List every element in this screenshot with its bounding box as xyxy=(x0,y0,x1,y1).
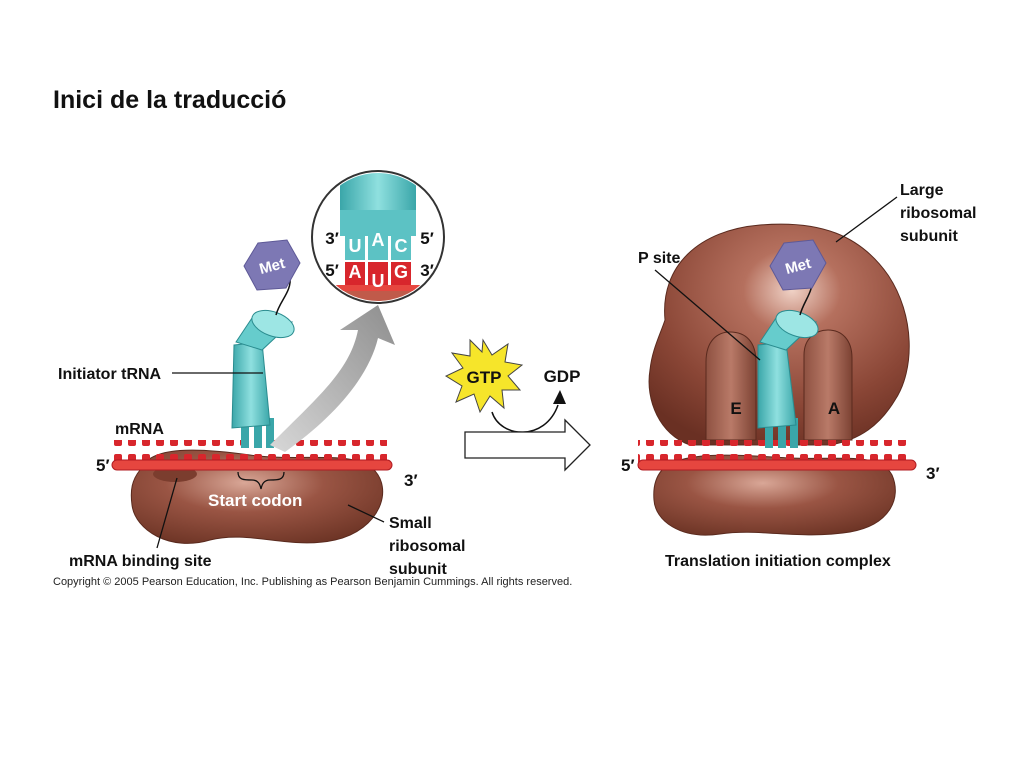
met-amino-acid-left: Met xyxy=(243,239,301,291)
large-subunit-label-line3: subunit xyxy=(900,228,958,245)
start-codon-brace xyxy=(237,471,285,490)
codon-anticodon-inset: U A C A U G 3′ 5′ 5′ 3′ xyxy=(311,170,445,304)
initiator-trna-label: Initiator tRNA xyxy=(58,366,162,383)
right-complex: E A Met 5′ 3′ P site Large ribosom xyxy=(621,182,976,570)
right-five-prime-label: 5′ xyxy=(621,456,635,475)
mrna-strand-left xyxy=(111,440,393,471)
start-codon-label: Start codon xyxy=(208,491,302,510)
e-site xyxy=(705,331,757,441)
a-site xyxy=(803,329,853,441)
translation-initiation-complex-caption: Translation initiation complex xyxy=(665,553,891,570)
copyright-notice: Copyright © 2005 Pearson Education, Inc.… xyxy=(53,576,572,588)
anticodon-c: C xyxy=(395,236,408,256)
codon-a: A xyxy=(349,262,362,282)
mrna-strand-right xyxy=(637,440,917,471)
small-subunit-label-line2: ribosomal xyxy=(389,538,465,555)
inset-bottom-left-end: 5′ xyxy=(325,261,339,280)
mrna-binding-site-label: mRNA binding site xyxy=(69,553,212,570)
met-amino-acid-right: Met xyxy=(769,239,827,291)
gdp-label: GDP xyxy=(544,367,581,386)
gtp-label: GTP xyxy=(467,368,502,387)
energy-step: GTP GDP xyxy=(444,338,591,472)
left-three-prime-label: 3′ xyxy=(404,471,418,490)
p-site-label: P site xyxy=(638,250,681,267)
large-subunit-label-line1: Large xyxy=(900,182,944,199)
mrna-label: mRNA xyxy=(115,421,164,438)
met-label-left: Met xyxy=(257,255,286,278)
anticodon-u: U xyxy=(349,236,362,256)
initiator-trna-left xyxy=(231,275,295,448)
inset-top-left-end: 3′ xyxy=(325,229,339,248)
codon-u: U xyxy=(372,271,385,291)
e-site-label: E xyxy=(730,399,741,418)
large-subunit-label-line2: ribosomal xyxy=(900,205,976,222)
initiator-trna-right xyxy=(757,275,819,448)
zoom-arrow xyxy=(270,305,395,452)
small-subunit-label-line1: Small xyxy=(389,515,432,532)
a-site-label: A xyxy=(828,399,840,418)
left-five-prime-label: 5′ xyxy=(96,456,110,475)
small-subunit-label-line3: subunit xyxy=(389,561,447,578)
gtp-starburst xyxy=(444,338,524,414)
met-label-right: Met xyxy=(783,255,812,278)
inset-bottom-right-end: 3′ xyxy=(420,261,434,280)
codon-g: G xyxy=(394,262,408,282)
left-assembly: Met U A C A xyxy=(58,170,465,578)
right-three-prime-label: 3′ xyxy=(926,464,940,483)
slide-title: Inici de la traducció xyxy=(53,86,286,114)
anticodon-a: A xyxy=(372,230,385,250)
inset-top-right-end: 5′ xyxy=(420,229,434,248)
reaction-arrow xyxy=(464,418,591,472)
